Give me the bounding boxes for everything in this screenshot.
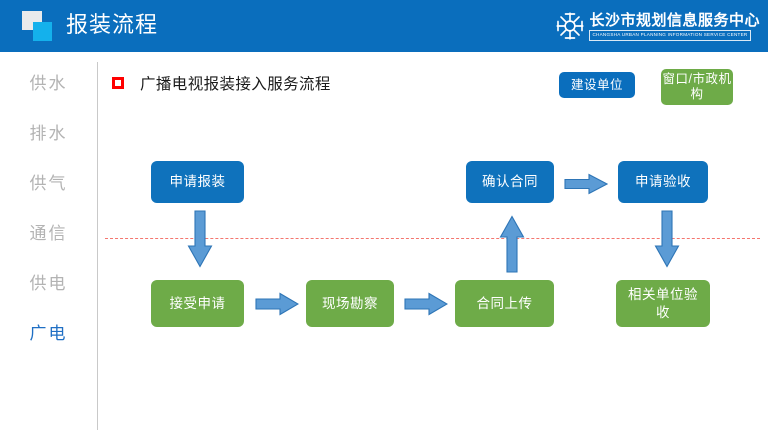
sidebar-divider bbox=[97, 62, 98, 430]
node-receive-application[interactable]: 接受申请 bbox=[151, 280, 244, 327]
node-contract-upload[interactable]: 合同上传 bbox=[455, 280, 554, 327]
sidebar-item-gas-supply[interactable]: 供气 bbox=[29, 174, 68, 193]
legend-window-municipal: 窗口/市政机构 bbox=[661, 69, 733, 105]
brand-name-en: CHANGSHA URBAN PLANNING INFORMATION SERV… bbox=[589, 29, 751, 41]
node-confirm-contract[interactable]: 确认合同 bbox=[466, 161, 554, 203]
sidebar-item-drainage[interactable]: 排水 bbox=[29, 124, 68, 143]
node-apply-installation[interactable]: 申请报装 bbox=[151, 161, 244, 203]
node-unit-acceptance[interactable]: 相关单位验收 bbox=[616, 280, 710, 327]
brand-block: 长沙市规划信息服务中心 CHANGSHA URBAN PLANNING INFO… bbox=[555, 7, 760, 45]
sidebar-item-water-supply[interactable]: 供水 bbox=[29, 74, 68, 93]
sidebar: 供水 排水 供气 通信 供电 广电 bbox=[0, 52, 97, 432]
logo-square-cyan bbox=[33, 22, 52, 41]
brand-texts: 长沙市规划信息服务中心 CHANGSHA URBAN PLANNING INFO… bbox=[589, 12, 760, 41]
swimlane-separator bbox=[105, 238, 760, 239]
sidebar-item-telecom[interactable]: 通信 bbox=[29, 224, 68, 243]
app-title: 报装流程 bbox=[66, 12, 159, 37]
content-area: 广播电视报装接入服务流程 建设单位 窗口/市政机构 申请报装 确认合同 申请验收… bbox=[98, 52, 768, 432]
sidebar-item-broadcast[interactable]: 广电 bbox=[29, 324, 68, 343]
page-title: 广播电视报装接入服务流程 bbox=[112, 72, 331, 94]
arrow-right-icon bbox=[564, 173, 608, 195]
snowflake-gear-icon bbox=[556, 12, 585, 40]
node-apply-acceptance[interactable]: 申请验收 bbox=[618, 161, 708, 203]
page-title-label: 广播电视报装接入服务流程 bbox=[140, 76, 331, 93]
arrow-down-icon bbox=[654, 210, 680, 268]
arrow-up-icon bbox=[499, 215, 525, 273]
arrow-right-icon bbox=[404, 292, 448, 316]
sidebar-item-power-supply[interactable]: 供电 bbox=[29, 274, 68, 293]
app-header: 报装流程 长沙市规划信息服务中心 CHANGSHA URBAN PLANNING… bbox=[0, 0, 768, 52]
arrow-down-icon bbox=[187, 210, 213, 268]
node-site-survey[interactable]: 现场勘察 bbox=[306, 280, 394, 327]
brand-name-cn: 长沙市规划信息服务中心 bbox=[589, 11, 760, 29]
arrow-right-icon bbox=[255, 292, 299, 316]
two-squares-logo-icon bbox=[22, 11, 54, 41]
red-square-bullet-icon bbox=[112, 77, 124, 89]
legend-construction-unit: 建设单位 bbox=[559, 72, 635, 98]
